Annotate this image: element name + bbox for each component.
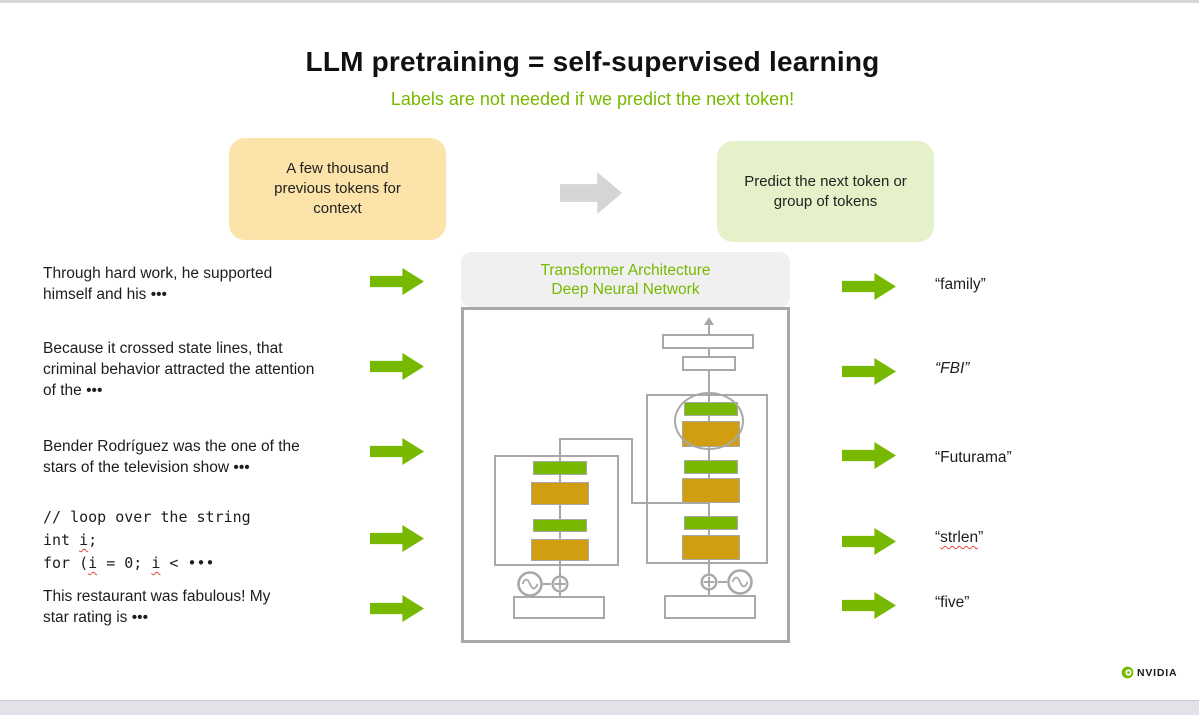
prompt-fbi: Because it crossed state lines, that cri…	[43, 340, 315, 399]
attention-layer-bar	[533, 461, 587, 475]
misspelled-i: i	[151, 554, 161, 572]
slide-subtitle: Labels are not needed if we predict the …	[390, 89, 795, 109]
attention-layer-bar	[684, 516, 738, 530]
ffn-layer-bar	[531, 539, 589, 561]
misspelled-strlen: strlen	[940, 529, 979, 546]
flow-arrow-icon	[560, 172, 622, 214]
completion-five: “five”	[935, 594, 970, 611]
right-arrow-icon	[842, 528, 896, 555]
prompt-family: Through hard work, he supported himself …	[43, 265, 273, 303]
context-tokens-box: A few thousand previous tokens for conte…	[229, 138, 446, 240]
right-arrow-icon	[842, 592, 896, 619]
connector-line	[718, 581, 727, 583]
skip-line	[631, 438, 633, 504]
predict-token-box: Predict the next token or group of token…	[717, 141, 934, 242]
positional-encoding-icon	[727, 569, 753, 595]
prompt-code: // loop over the string int i; for (i = …	[43, 506, 383, 575]
right-arrow-icon	[842, 442, 896, 469]
up-arrow-icon	[704, 317, 714, 325]
transformer-label: Transformer Architecture Deep Neural Net…	[461, 252, 790, 307]
completion-family: “family”	[935, 276, 986, 293]
completion-futurama: “Futurama”	[935, 449, 1012, 466]
positional-encoding-icon	[517, 571, 543, 597]
ffn-layer-bar	[682, 535, 740, 560]
connector-line	[708, 590, 710, 595]
transformer-diagram	[461, 307, 790, 643]
misspelled-i: i	[79, 531, 89, 549]
add-icon	[551, 575, 569, 593]
connector-line	[559, 592, 561, 597]
connector-line	[708, 564, 710, 574]
ffn-layer-bar	[682, 478, 740, 503]
output-embedding-box	[664, 595, 756, 619]
misspelled-i: i	[88, 554, 98, 572]
bottom-strip	[0, 700, 1199, 715]
softmax-box	[662, 334, 754, 349]
code-line-1: // loop over the string	[43, 508, 251, 526]
completion-fbi: “FBI”	[935, 360, 970, 377]
ffn-layer-bar	[531, 482, 589, 505]
code-line-3: for (i = 0; i < •••	[43, 554, 215, 572]
code-line-2: int i;	[43, 531, 98, 549]
skip-line	[631, 502, 709, 504]
completion-strlen: “strlen”	[935, 529, 984, 546]
linear-box	[682, 356, 736, 371]
slide-title: LLM pretraining = self-supervised learni…	[305, 46, 880, 77]
prompt-futurama: Bender Rodríguez was the one of the star…	[43, 438, 300, 476]
nvidia-logo: NVIDIA	[1121, 666, 1177, 679]
top-border-strip	[0, 0, 1199, 3]
add-icon	[700, 573, 718, 591]
encoder-box	[494, 455, 619, 566]
right-arrow-icon	[842, 358, 896, 385]
nvidia-eye-icon	[1121, 666, 1134, 679]
layer-highlight-circle	[674, 392, 744, 450]
right-arrow-icon	[842, 273, 896, 300]
skip-line	[559, 438, 633, 440]
input-embedding-box	[513, 596, 605, 619]
encoder-center-line	[559, 455, 561, 566]
connector-line	[543, 583, 551, 585]
attention-layer-bar	[533, 519, 587, 532]
prompt-restaurant: This restaurant was fabulous! My star ra…	[43, 588, 271, 626]
nvidia-wordmark: NVIDIA	[1137, 666, 1178, 679]
attention-layer-bar	[684, 460, 738, 474]
connector-line	[559, 566, 561, 576]
skip-line	[559, 439, 561, 456]
